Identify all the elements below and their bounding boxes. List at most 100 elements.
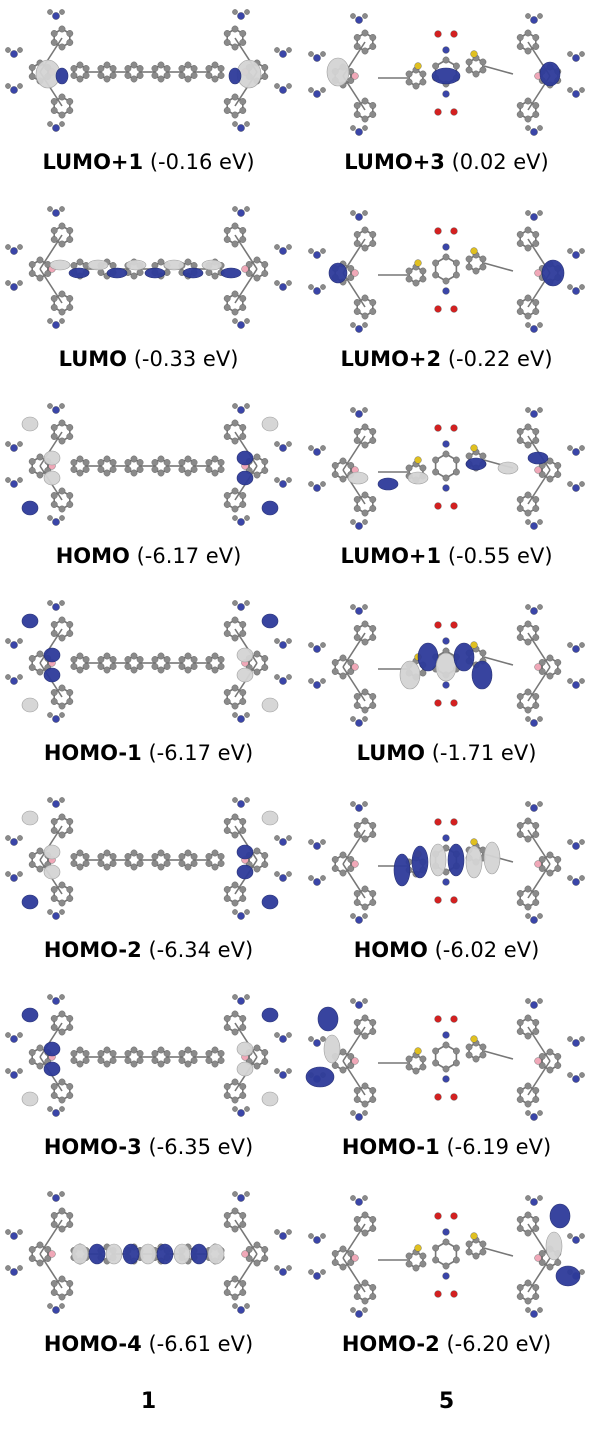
orbital-lobe (261, 613, 279, 629)
orbital-label: HOMO (-6.02 eV) (298, 930, 595, 970)
atom (434, 502, 442, 510)
atom (237, 800, 245, 808)
column-compound-1: LUMO+1 (-0.16 eV) LUMO (-0.33 eV) HOMO (… (0, 0, 297, 1429)
atom (70, 262, 78, 269)
atom (369, 1293, 377, 1300)
atom (286, 1032, 292, 1038)
atom (572, 448, 580, 456)
atom (50, 630, 58, 637)
atom (532, 34, 540, 41)
atom (331, 1259, 339, 1266)
atom (231, 222, 239, 230)
atom (472, 70, 480, 78)
orbital-lobe (465, 845, 483, 879)
atom (524, 1014, 532, 1022)
atom (239, 39, 247, 46)
atom (211, 469, 219, 477)
atom (253, 1044, 261, 1052)
atom (355, 1310, 363, 1318)
atom (10, 677, 18, 685)
atom (50, 895, 58, 902)
atom (442, 56, 450, 64)
atom (17, 441, 23, 447)
atom (313, 842, 321, 850)
atom (58, 1225, 66, 1233)
atom (205, 853, 213, 860)
atom (279, 1268, 287, 1276)
atom (5, 835, 11, 841)
atom (525, 913, 531, 919)
bond (527, 632, 551, 668)
atom (36, 1062, 44, 1070)
atom (442, 1031, 450, 1039)
atom (50, 107, 58, 114)
atom (163, 1050, 171, 1057)
atom (130, 1046, 138, 1054)
atom (190, 853, 198, 860)
atom (244, 1303, 250, 1309)
atom (223, 895, 231, 902)
atom (223, 501, 231, 508)
atom (157, 1060, 165, 1068)
orbital-panel: LUMO (-1.71 eV) (298, 591, 595, 783)
atom (47, 909, 53, 915)
orbital-image (5, 403, 292, 526)
orbital-name: LUMO+1 (42, 150, 144, 174)
atom (405, 275, 413, 283)
atom (223, 236, 231, 243)
bond (234, 234, 258, 270)
atom (211, 61, 219, 69)
atom (47, 1106, 53, 1112)
atom (524, 29, 532, 37)
orbital-lobe (261, 500, 279, 516)
atom (538, 1259, 546, 1266)
atom (223, 1092, 231, 1099)
atom (534, 860, 542, 868)
atom (355, 607, 363, 615)
atom (362, 716, 368, 722)
atom (450, 1015, 458, 1023)
atom (52, 1306, 60, 1314)
atom (351, 663, 359, 671)
orbital-label: HOMO-1 (-6.19 eV) (298, 1127, 595, 1167)
atom (452, 62, 460, 70)
atom (136, 1050, 144, 1057)
atom (353, 693, 361, 700)
atom (232, 121, 238, 127)
atom (58, 93, 66, 101)
atom (190, 65, 198, 72)
atom (567, 248, 573, 254)
atom (66, 227, 74, 234)
atom (350, 407, 356, 413)
atom (58, 634, 66, 642)
atom (217, 656, 225, 663)
atom (538, 659, 546, 666)
atom (5, 280, 11, 286)
atom (279, 1071, 287, 1079)
atom (190, 466, 198, 473)
atom (239, 304, 247, 311)
atom (546, 475, 554, 483)
atom (66, 295, 74, 302)
atom (217, 663, 225, 670)
atom (479, 58, 487, 66)
atom (308, 875, 314, 881)
atom (405, 1260, 413, 1268)
atom (350, 1195, 356, 1201)
atom (136, 853, 144, 860)
atom (353, 702, 361, 709)
atom (244, 797, 250, 803)
atom (231, 25, 239, 33)
atom (253, 1259, 261, 1267)
atom (572, 645, 580, 653)
atom (361, 509, 369, 517)
atom (361, 97, 369, 105)
orbital-lobe (261, 697, 279, 713)
atom (442, 1041, 450, 1049)
orbital-energy: (-6.20 eV) (446, 1332, 552, 1356)
orbital-lobe (43, 844, 61, 860)
atom (361, 226, 369, 234)
atom (331, 856, 339, 863)
orbital-lobe (139, 1243, 157, 1265)
orbital-label: HOMO-2 (-6.20 eV) (298, 1324, 595, 1364)
